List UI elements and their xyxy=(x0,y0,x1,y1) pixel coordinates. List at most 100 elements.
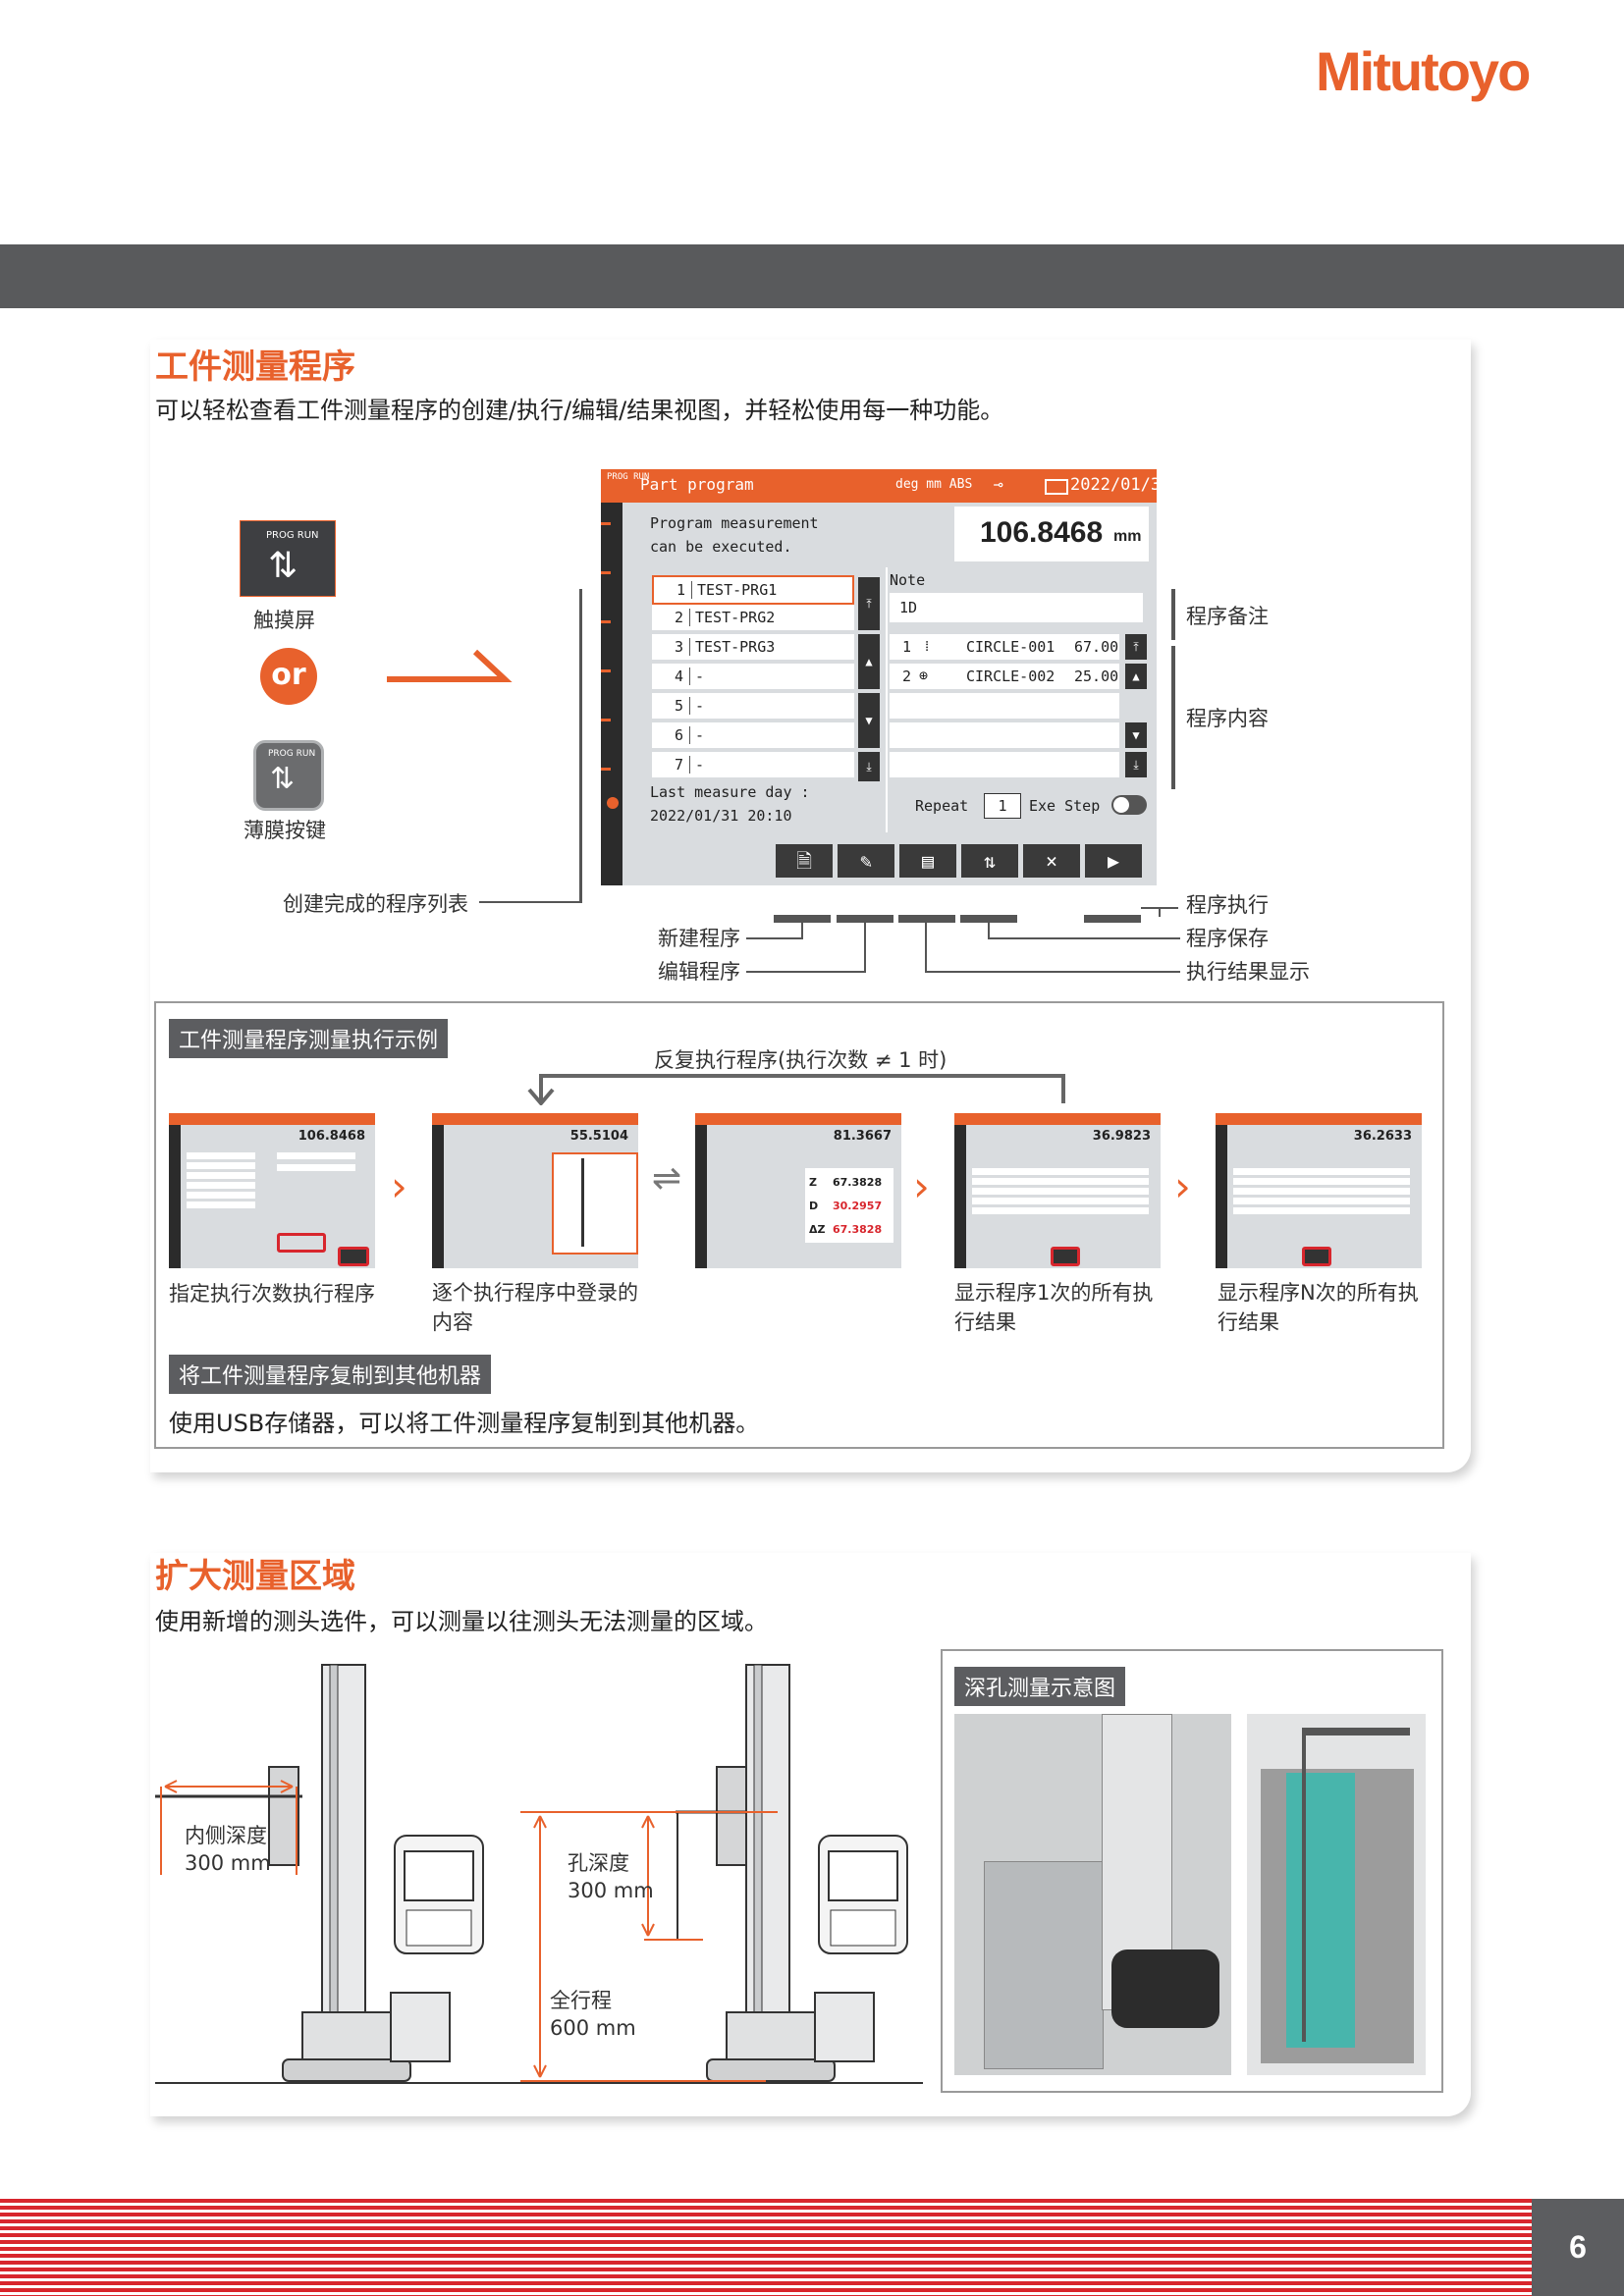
hole-depth-value: 300 mm xyxy=(568,1879,654,1902)
section2-lead: 使用新增的测头选件，可以测量以往测头无法测量的区域。 xyxy=(155,1608,768,1635)
note-field[interactable]: 1D xyxy=(890,593,1143,622)
scroll-up-button[interactable]: ▲ xyxy=(858,634,880,689)
brand-logo: Mitutoyo xyxy=(1316,40,1531,102)
bracket-result xyxy=(898,915,955,923)
step-row[interactable] xyxy=(890,752,1119,777)
exe-step-label: Exe Step xyxy=(1029,797,1101,815)
thumb-step-run: 55.5104 xyxy=(432,1113,638,1268)
full-stroke-value: 600 mm xyxy=(550,2016,636,2040)
thumb-result-once: 36.9823 xyxy=(954,1113,1161,1268)
height-gauge-hole-depth xyxy=(511,1664,923,2084)
chevron-right-icon: › xyxy=(913,1162,930,1210)
screen-status: deg mm ABS xyxy=(895,477,973,492)
bracket-run xyxy=(1084,915,1141,923)
note-bracket xyxy=(1171,589,1175,640)
height-gauge-inner-depth xyxy=(155,1664,568,2084)
exe-step-toggle[interactable] xyxy=(1111,795,1147,815)
edit-label: 编辑程序 xyxy=(658,960,740,984)
caption-3: 显示程序1次的所有执行结果 xyxy=(954,1281,1154,1334)
page-top-button[interactable]: ⤒ xyxy=(858,577,880,630)
program-list-label: 创建完成的程序列表 xyxy=(283,892,468,916)
touch-label: 触摸屏 xyxy=(253,609,315,632)
arrow-right-icon xyxy=(387,649,513,682)
step-up-button[interactable]: ▲ xyxy=(1125,664,1147,689)
header-band xyxy=(0,244,1624,308)
page-number: 6 xyxy=(1532,2199,1624,2296)
screen-date: 2022/01/31 xyxy=(1070,475,1157,495)
battery-icon xyxy=(1045,479,1068,495)
section1-lead: 可以轻松查看工件测量程序的创建/执行/编辑/结果视图，并轻松使用每一种功能。 xyxy=(155,397,1004,424)
scroll-down-button[interactable]: ▼ xyxy=(858,693,880,748)
program-row[interactable]: 7- xyxy=(652,752,854,777)
save-label: 程序保存 xyxy=(1186,927,1269,950)
chevron-right-icon: › xyxy=(1174,1162,1191,1210)
bracket-edit xyxy=(837,915,893,923)
deep-hole-tag: 深孔测量示意图 xyxy=(954,1667,1126,1706)
note-title: Note xyxy=(890,571,926,589)
bracket-new xyxy=(774,915,831,923)
caption-1: 指定执行次数执行程序 xyxy=(169,1282,375,1306)
example-tag: 工件测量程序测量执行示例 xyxy=(169,1019,449,1058)
deep-hole-photo xyxy=(954,1714,1231,2075)
step-row[interactable] xyxy=(890,722,1119,748)
new-label: 新建程序 xyxy=(658,927,740,950)
screen-unit: mm xyxy=(1113,528,1142,545)
deep-hole-cutaway xyxy=(1247,1714,1426,2075)
inner-depth-label: 内侧深度 xyxy=(185,1824,267,1847)
repeat-input[interactable]: 1 xyxy=(984,793,1021,819)
membrane-label: 薄膜按键 xyxy=(244,819,326,842)
last-day-value: 2022/01/31 20:10 xyxy=(650,807,792,825)
thumb-result-n: 36.2633 xyxy=(1216,1113,1422,1268)
repeat-caption: 反复执行程序(执行次数 ≠ 1 时) xyxy=(654,1048,947,1072)
part-program-screen: PROG RUN Part program deg mm ABS ⊸ 2022/… xyxy=(601,469,1157,885)
repeat-loop-arrow xyxy=(527,1074,1065,1105)
program-save-icon[interactable]: ⇅ xyxy=(961,844,1018,878)
result-display-icon[interactable]: ▤ xyxy=(899,844,956,878)
bracket-save xyxy=(960,915,1017,923)
section1-title: 工件测量程序 xyxy=(155,347,355,387)
program-row[interactable]: 6- xyxy=(652,722,854,748)
section2-title: 扩大测量区域 xyxy=(155,1557,355,1596)
content-bracket xyxy=(1171,646,1175,789)
run-button[interactable]: ▶ xyxy=(1085,844,1142,878)
exchange-arrows-icon: ⇌ xyxy=(652,1158,682,1199)
thumb-step-result: 81.3667 Z 67.3828 D 30.2957 ΔZ 67.3828 xyxy=(695,1113,901,1268)
screen-value: 106.8468 xyxy=(980,516,1104,549)
inner-depth-value: 300 mm xyxy=(185,1851,271,1875)
step-down-button[interactable]: ▼ xyxy=(1125,722,1147,748)
example-box xyxy=(154,1001,1444,1449)
exec-label: 程序执行 xyxy=(1186,893,1269,917)
program-row[interactable]: 5- xyxy=(652,693,854,719)
thumb-program-run: 106.8468 xyxy=(169,1113,375,1268)
page-bottom-button[interactable]: ⤓ xyxy=(858,752,880,781)
program-row[interactable]: 4- xyxy=(652,664,854,689)
edit-program-icon[interactable]: ✎ xyxy=(838,844,894,878)
membrane-prog-run-icon: PROG RUN ⇅ xyxy=(253,740,324,811)
content-label: 程序内容 xyxy=(1186,707,1269,730)
or-badge: or xyxy=(260,648,317,705)
step-row[interactable] xyxy=(890,693,1119,719)
copy-tag: 将工件测量程序复制到其他机器 xyxy=(169,1355,492,1394)
touch-prog-run-icon: PROG RUN ⇅ xyxy=(240,520,336,597)
deep-hole-box xyxy=(941,1649,1443,2093)
copy-text: 使用USB存储器，可以将工件测量程序复制到其他机器。 xyxy=(169,1410,760,1437)
screen-msg2: can be executed. xyxy=(650,538,792,556)
new-program-icon[interactable]: 🗎 xyxy=(776,844,833,878)
screen-msg1: Program measurement xyxy=(650,514,819,532)
step-bottom-button[interactable]: ⤓ xyxy=(1125,752,1147,777)
step-top-button[interactable]: ⤒ xyxy=(1125,634,1147,660)
full-stroke-label: 全行程 xyxy=(550,1989,612,2012)
screen-titlebar: PROG RUN Part program deg mm ABS ⊸ 2022/… xyxy=(601,469,1157,503)
repeat-label: Repeat xyxy=(915,797,969,815)
list-leader xyxy=(479,901,580,903)
screen-value-box: 106.8468 mm xyxy=(954,507,1149,561)
close-button[interactable]: × xyxy=(1023,844,1080,878)
screen-title: Part program xyxy=(640,475,754,494)
key-icon: ⊸ xyxy=(994,475,1003,494)
note-label: 程序备注 xyxy=(1186,605,1269,628)
